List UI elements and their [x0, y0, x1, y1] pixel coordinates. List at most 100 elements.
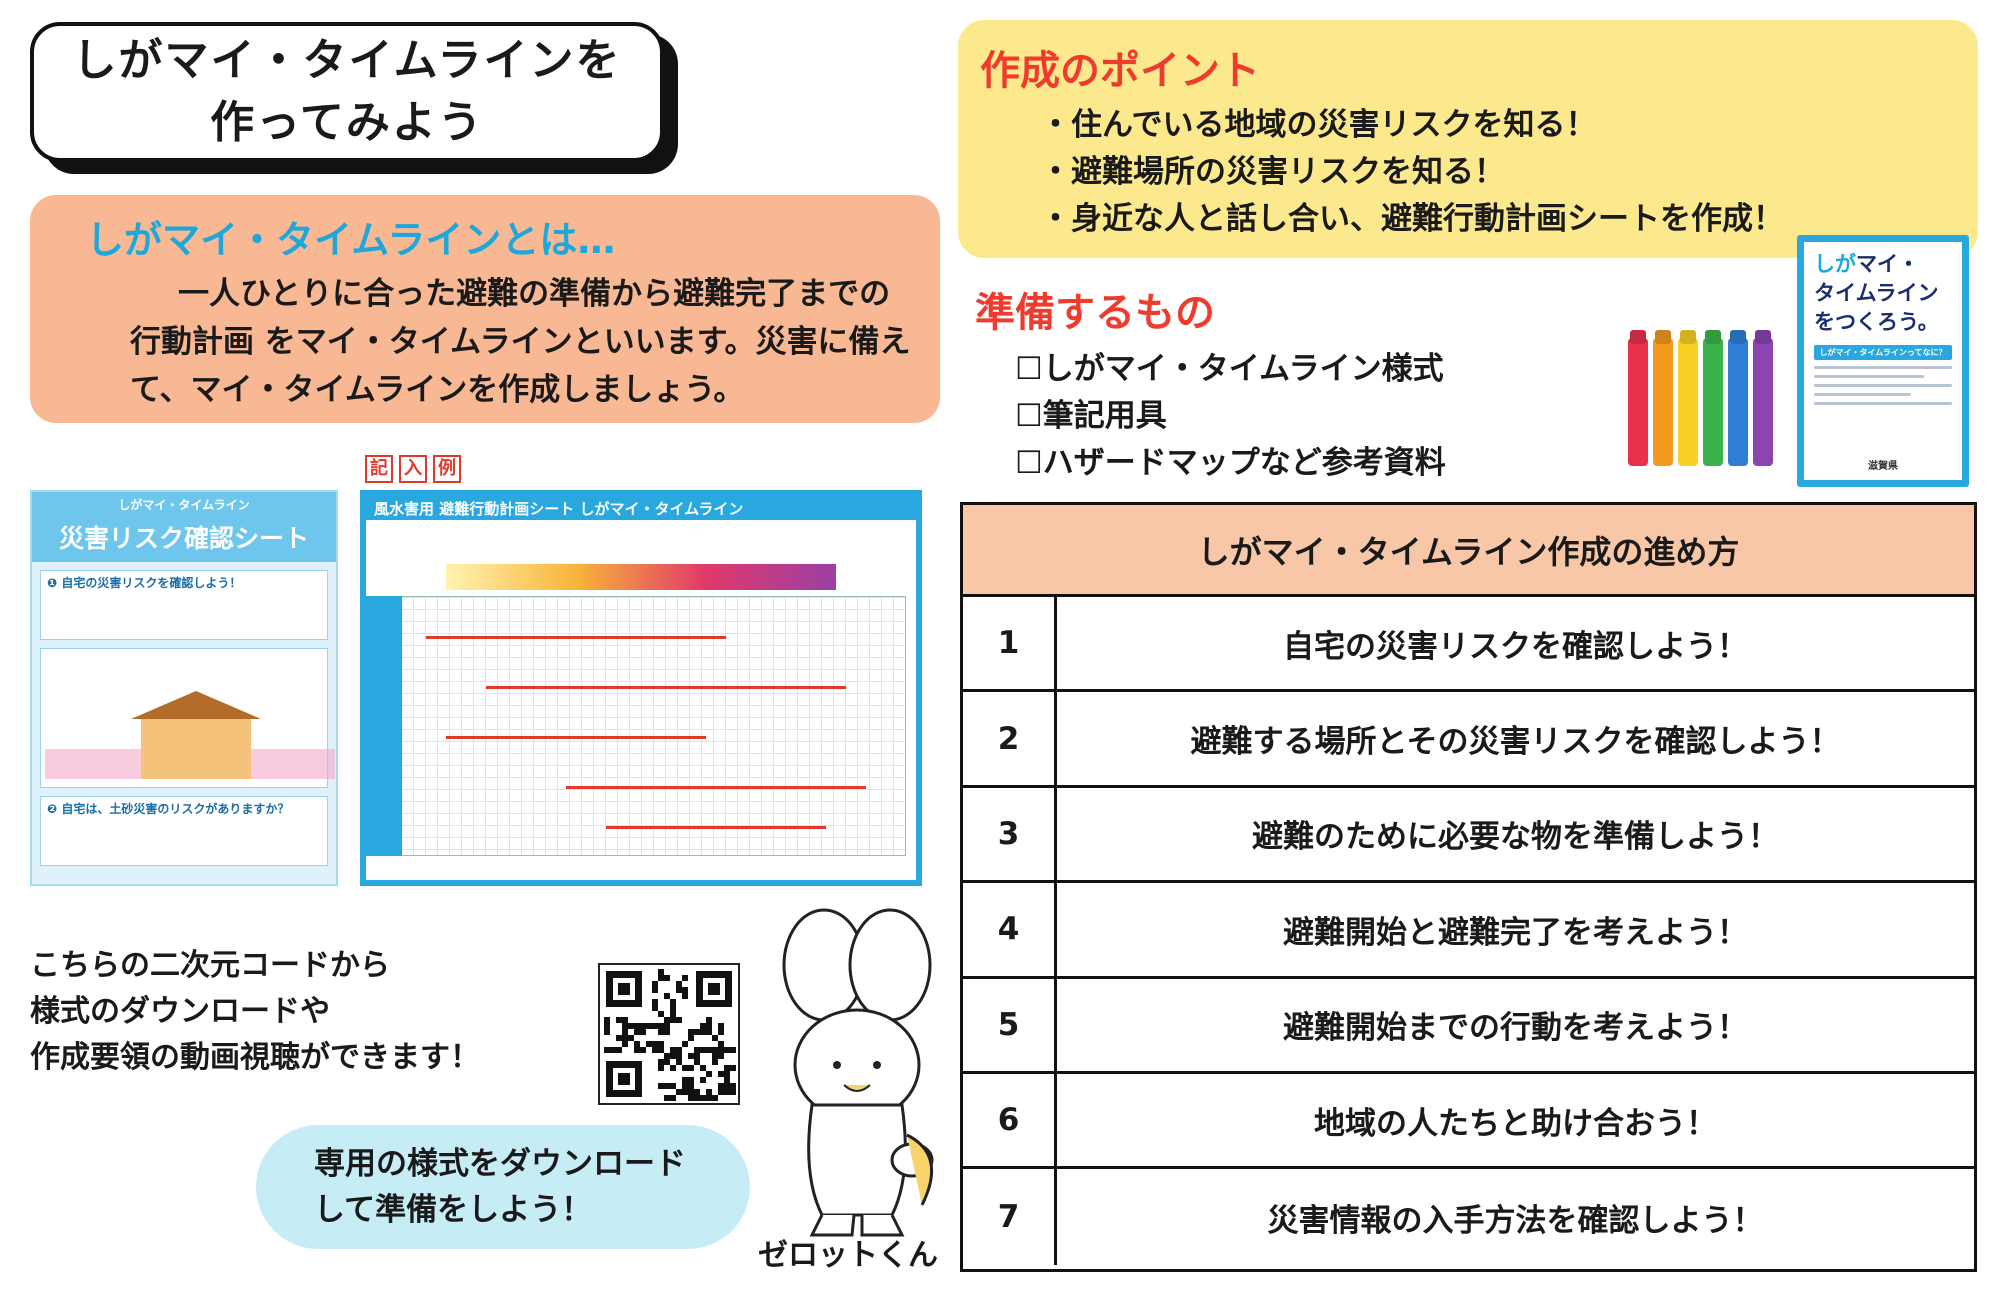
page-title: しがマイ・タイムラインを 作ってみよう — [30, 22, 664, 162]
qr-description: こちらの二次元コードから 様式のダウンロードや 作成要領の動画視聴ができます！ — [30, 943, 480, 1081]
qr-module — [646, 1023, 652, 1029]
qr-module — [694, 1089, 700, 1095]
table-row: 5 避難開始までの行動を考えよう！ — [963, 978, 1974, 1074]
qr-module — [718, 1071, 724, 1077]
plan-sheet-side-column — [366, 596, 402, 856]
qr-module — [724, 1077, 730, 1083]
whatis-panel: しがマイ・タイムラインとは… 一人ひとりに合った避難の準備から避難完了までの行動… — [30, 195, 940, 423]
qr-module — [688, 1065, 694, 1071]
qr-module — [652, 1023, 658, 1029]
qr-module — [664, 1053, 670, 1059]
timeline-arrow — [486, 686, 846, 689]
qr-module — [664, 1083, 670, 1089]
qr-finder — [606, 971, 642, 1007]
qr-finder — [696, 971, 732, 1007]
table-row: 3 避難のために必要な物を準備しよう！ — [963, 787, 1974, 884]
step-text: 地域の人たちと助け合おう！ — [1314, 1105, 1717, 1142]
qr-module — [688, 1029, 694, 1035]
mascot-illustration — [782, 908, 934, 1237]
whatis-heading: しがマイ・タイムラインとは… — [86, 218, 616, 262]
download-bubble: 専用の様式をダウンロード して準備をしよう！ — [256, 1125, 750, 1249]
qr-code-icon[interactable] — [598, 963, 740, 1105]
prepare-heading: 準備するもの — [975, 290, 1215, 336]
qr-module — [682, 1041, 688, 1047]
qr-module — [670, 1047, 676, 1053]
pen-icon — [1728, 338, 1748, 466]
points-list: ・住んでいる地域の災害リスクを知る！ ・避難場所の災害リスクを知る！ ・身近な人… — [980, 102, 1956, 243]
qr-module — [622, 1041, 628, 1047]
qr-module — [658, 1047, 664, 1053]
qr-module — [634, 1047, 640, 1053]
qr-module — [652, 1047, 658, 1053]
qr-module — [652, 987, 658, 993]
qr-module — [676, 987, 682, 993]
qr-module — [688, 1089, 694, 1095]
table-row: 7 災害情報の入手方法を確認しよう！ — [963, 1169, 1974, 1265]
qr-module — [670, 1095, 676, 1101]
page-title-line2: 作ってみよう — [210, 97, 484, 148]
step-number: 1 — [963, 597, 1057, 690]
qr-module — [622, 1035, 628, 1041]
booklet-cover: しがマイ・ タイムライン をつくろう。 しがマイ・タイムラインってなに？ 滋賀県 — [1797, 235, 1969, 487]
qr-module — [634, 1023, 640, 1029]
qr-module — [664, 993, 670, 999]
qr-module — [706, 1089, 712, 1095]
step-text: 自宅の災害リスクを確認しよう！ — [1283, 628, 1748, 665]
qr-module — [700, 1047, 706, 1053]
qr-module — [670, 1017, 676, 1023]
qr-module — [622, 1017, 628, 1023]
pen-icon — [1628, 338, 1648, 466]
qr-module — [688, 1095, 694, 1101]
qr-module — [676, 1017, 682, 1023]
qr-module — [676, 1047, 682, 1053]
qr-module — [676, 1059, 682, 1065]
qr-module — [694, 1053, 700, 1059]
qr-finder — [606, 1061, 642, 1097]
booklet-title-line2: タイムライン — [1814, 281, 1939, 305]
qr-module — [652, 999, 658, 1005]
step-text: 避難する場所とその災害リスクを確認しよう！ — [1190, 724, 1841, 761]
qr-module — [706, 1047, 712, 1053]
step-text: 災害情報の入手方法を確認しよう！ — [1267, 1202, 1764, 1239]
booklet-page: しがマイ・ タイムライン をつくろう。 しがマイ・タイムラインってなに？ 滋賀県 — [1804, 242, 1962, 480]
whatis-body: 一人ひとりに合った避難の準備から避難完了までの行動計画 をマイ・タイムラインとい… — [130, 276, 911, 408]
qr-module — [616, 1035, 622, 1041]
qr-module — [670, 1053, 676, 1059]
pen-icon — [1753, 338, 1773, 466]
qr-module — [664, 1059, 670, 1065]
qr-module — [658, 1065, 664, 1071]
booklet-subtitle: しがマイ・タイムラインってなに？ — [1814, 345, 1952, 360]
qr-module — [664, 1017, 670, 1023]
prepare-item: ☐筆記用具 — [1015, 398, 1167, 434]
sample-label-char: 入 — [399, 455, 427, 483]
qr-module — [670, 1083, 676, 1089]
qr-module — [718, 1041, 724, 1047]
booklet-title-rest: マイ・ — [1856, 252, 1919, 276]
qr-module — [604, 1023, 610, 1029]
qr-module — [622, 1029, 628, 1035]
mascot-eye-left — [833, 1061, 841, 1069]
qr-module — [664, 975, 670, 981]
risk-sheet-section-heading: ❶ 自宅の災害リスクを確認しよう！ — [47, 576, 242, 590]
qr-module — [700, 1065, 706, 1071]
qr-module — [694, 1059, 700, 1065]
qr-module — [634, 1041, 640, 1047]
qr-module — [712, 1035, 718, 1041]
qr-module — [604, 1047, 610, 1053]
qr-description-line: 作成要領の動画視聴ができます！ — [30, 1040, 480, 1075]
qr-module — [706, 1071, 712, 1077]
qr-module — [658, 1083, 664, 1089]
qr-module — [706, 1017, 712, 1023]
qr-module — [604, 1029, 610, 1035]
risk-check-sheet-thumbnail: しがマイ・タイムライン 災害リスク確認シート ❶ 自宅の災害リスクを確認しよう！… — [30, 490, 338, 886]
qr-module — [640, 1023, 646, 1029]
qr-module — [682, 1065, 688, 1071]
qr-module — [682, 993, 688, 999]
mascot-mouth — [843, 1084, 871, 1092]
qr-module — [712, 1053, 718, 1059]
qr-module — [676, 981, 682, 987]
step-text: 避難開始と避難完了を考えよう！ — [1283, 914, 1748, 951]
table-row: 6 地域の人たちと助け合おう！ — [963, 1073, 1974, 1170]
qr-module — [724, 1089, 730, 1095]
mascot-name: ゼロットくん — [758, 1238, 938, 1273]
